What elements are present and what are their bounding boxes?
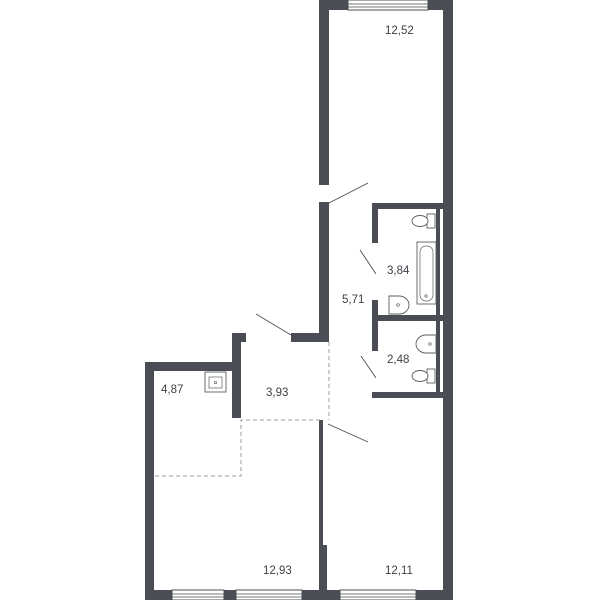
area-kitchen: 4,87	[161, 384, 183, 396]
washbasin-icon	[415, 334, 437, 354]
toilet-icon	[411, 368, 436, 384]
door-bedroom	[328, 182, 369, 204]
door-swings	[255, 182, 377, 443]
kitchen-sink-icon	[204, 371, 227, 393]
toilet-icon	[411, 213, 436, 229]
area-hall: 3,93	[266, 387, 288, 399]
fixtures	[204, 213, 437, 393]
door-wc	[360, 355, 377, 379]
area-bedroom: 12,52	[385, 25, 414, 37]
washbasin-icon	[388, 295, 410, 315]
windows	[171, 0, 429, 600]
zone-dividers	[155, 342, 330, 477]
door-second-bedroom	[327, 423, 369, 443]
area-second-bedroom: 12,11	[385, 565, 413, 577]
bathtub-icon	[416, 241, 437, 305]
area-labels: 12,52 3,84 5,71 2,48 3,93 4,87 12,93 12,…	[161, 25, 414, 577]
area-bathroom: 3,84	[387, 265, 410, 277]
area-corridor: 5,71	[342, 294, 364, 306]
door-entrance	[255, 313, 292, 336]
door-bathroom	[359, 249, 377, 275]
area-wc: 2,48	[387, 354, 409, 366]
window-living-1	[171, 589, 225, 600]
area-living-room: 12,93	[263, 565, 292, 577]
window-living-2	[235, 589, 303, 600]
window-second-bedroom	[339, 589, 417, 600]
interior-walls	[319, 203, 451, 590]
window-bedroom-top	[347, 0, 429, 11]
